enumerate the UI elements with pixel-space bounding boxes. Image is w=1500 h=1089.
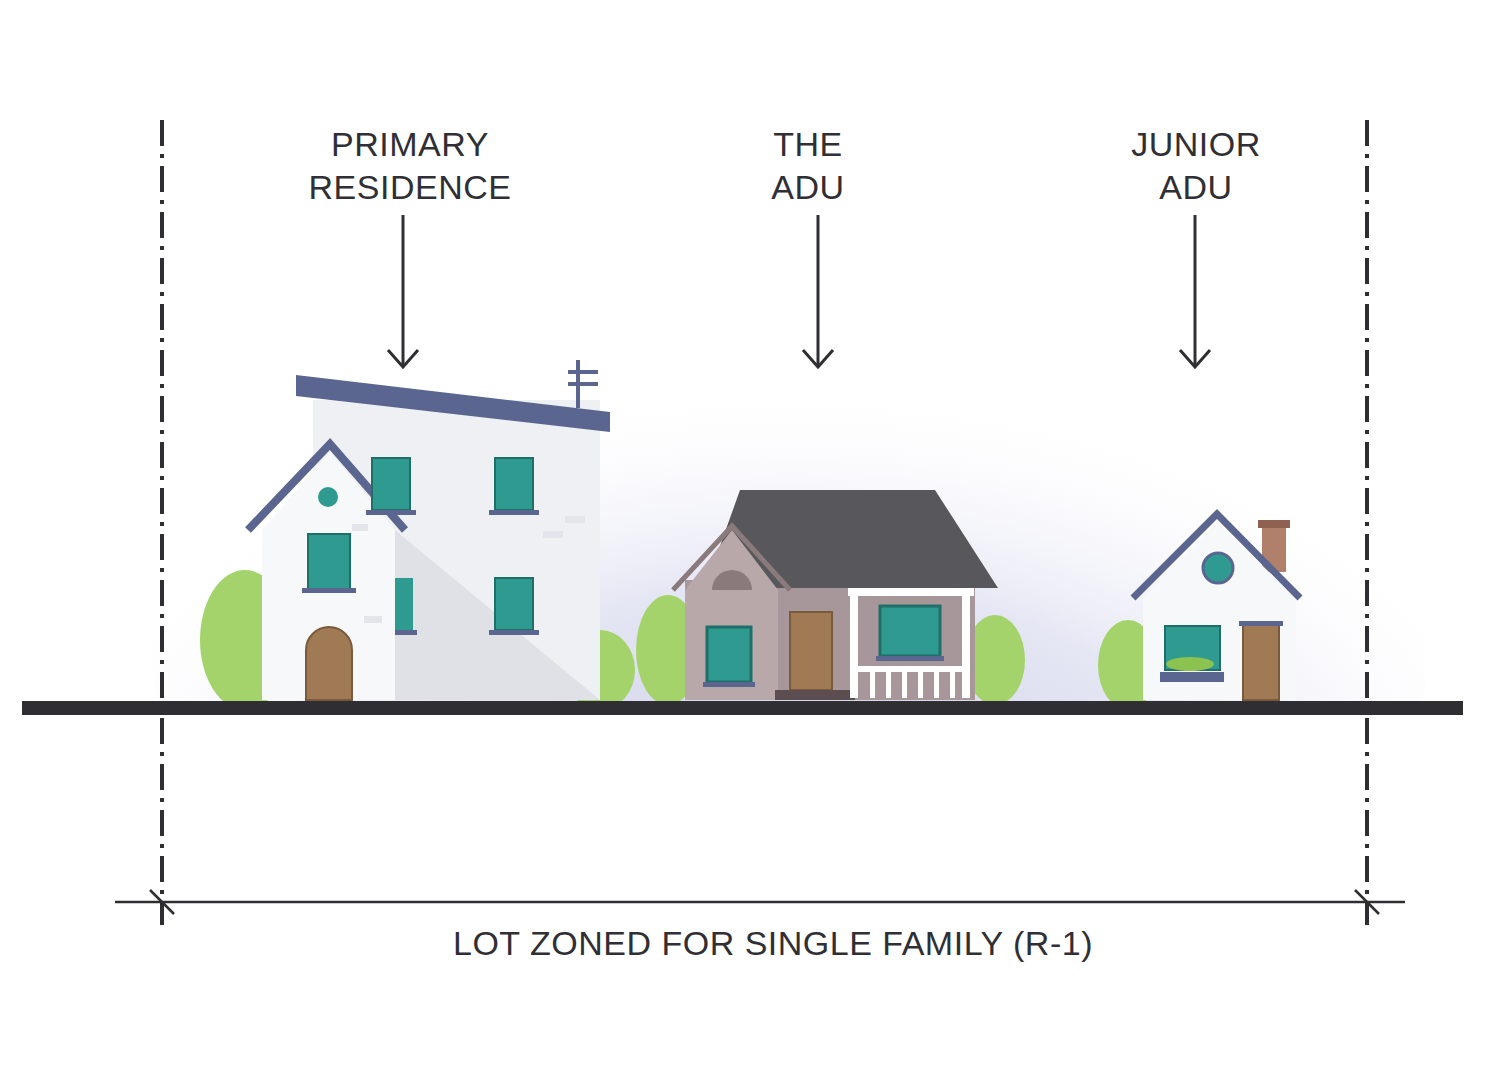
ground-line: [22, 701, 1463, 715]
primary-house: [200, 360, 635, 710]
dimension-line: [115, 890, 1405, 914]
pointer-arrows: [388, 215, 1210, 367]
house-label: JUNIOR ADU: [1111, 123, 1281, 209]
house-label: THE ADU: [748, 123, 868, 209]
adu-house: [636, 490, 1025, 705]
lot-boundary: [162, 120, 1367, 925]
dimension-label: LOT ZONED FOR SINGLE FAMILY (R-1): [445, 922, 1101, 965]
junior-adu-house: [1098, 514, 1300, 710]
house-label: PRIMARY RESIDENCE: [290, 123, 530, 209]
